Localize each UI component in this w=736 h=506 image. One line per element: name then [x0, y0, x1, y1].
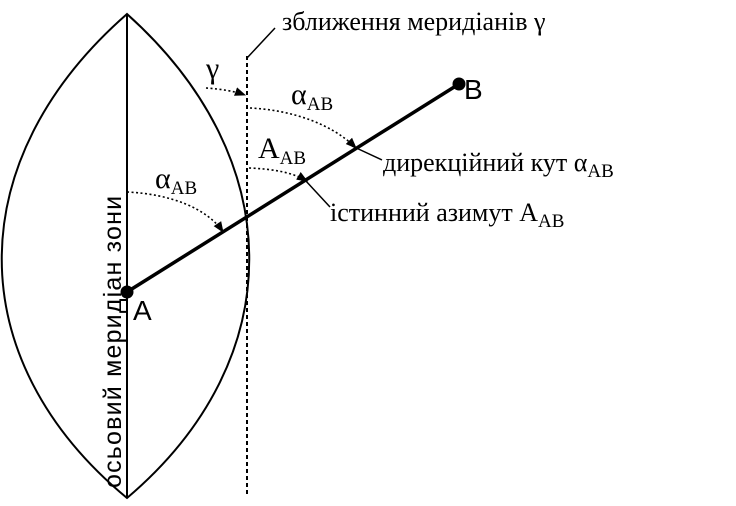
point-a-label: A — [133, 295, 152, 326]
azimuth-ab-label: AAB — [258, 132, 306, 169]
directional-angle-label: дирекційний кут αAB — [383, 148, 614, 182]
line-ab — [126, 82, 460, 294]
axial-meridian-label: осьовий меридіан зони — [99, 195, 127, 488]
point-a-dot — [120, 285, 134, 299]
true-azimuth-leader — [304, 179, 331, 208]
point-b-dot — [452, 77, 466, 91]
point-b-label: B — [464, 74, 483, 105]
alpha-ab-upper-label: αAB — [291, 78, 333, 115]
directional-angle-leader — [351, 145, 383, 161]
alpha-ab-lower-label: αAB — [155, 162, 197, 199]
azimuth-arc — [248, 167, 308, 182]
meridian-convergence-label: зближення меридіанів γ — [282, 7, 546, 36]
alpha-arc-at-a — [126, 191, 224, 233]
gamma-leader-line — [246, 27, 276, 59]
alpha-arc-upper — [249, 107, 357, 149]
true-azimuth-label: істинний азимут AAB — [330, 198, 564, 232]
gamma-symbol: γ — [205, 52, 219, 85]
gamma-arc — [205, 87, 247, 96]
